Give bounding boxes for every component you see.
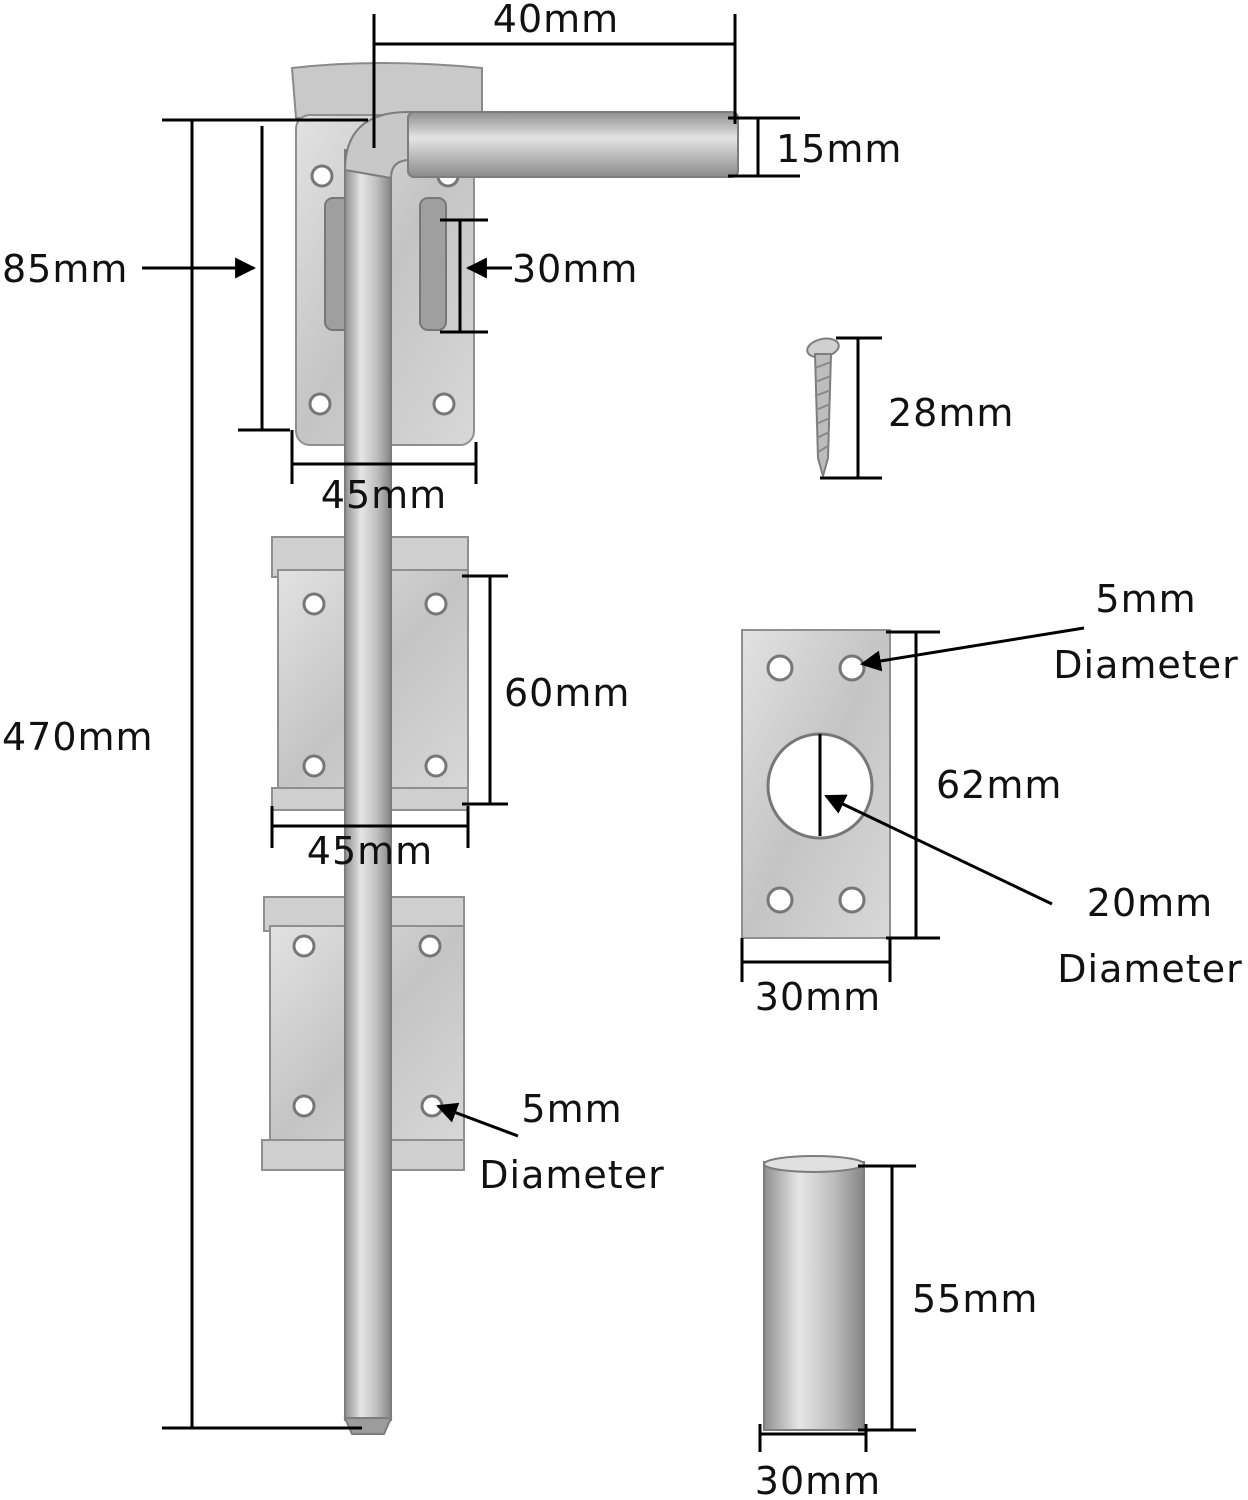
label-slot-length: 30mm — [512, 247, 638, 291]
label-screw-length: 28mm — [888, 391, 1014, 435]
slot-right — [419, 197, 447, 331]
arrow-keep-bore — [824, 794, 1053, 906]
label-sleeve-width: 30mm — [755, 1459, 881, 1500]
label-keep-height: 62mm — [936, 763, 1062, 807]
label-keep-hole-size: 5mm — [1095, 577, 1196, 621]
label-lower-hole-size: 5mm — [521, 1087, 622, 1131]
label-keep-bore-word: Diameter — [1057, 947, 1242, 991]
top-flange — [290, 62, 483, 119]
bolt-assembly — [261, 62, 739, 1435]
label-keep-width: 30mm — [755, 975, 881, 1019]
label-top-plate-width: 45mm — [321, 473, 447, 517]
bolt-tip — [343, 1417, 393, 1435]
label-top-plate-height: 85mm — [2, 247, 128, 291]
label-lower-hole-word: Diameter — [479, 1153, 664, 1197]
dimension-lines — [162, 14, 940, 1452]
bolt-rod — [344, 149, 392, 1421]
pointer-arrows — [142, 257, 1085, 1138]
label-total-length: 470mm — [2, 715, 154, 759]
screw — [806, 337, 840, 480]
label-keep-bore-size: 20mm — [1087, 881, 1213, 925]
label-sleeve-height: 55mm — [912, 1277, 1038, 1321]
arrow-lower-hole — [436, 1102, 519, 1138]
label-middle-bracket-height: 60mm — [504, 671, 630, 715]
label-handle-thickness: 15mm — [776, 127, 902, 171]
label-middle-bracket-width: 45mm — [307, 829, 433, 873]
top-plate-holes — [308, 164, 460, 416]
keep-plate — [741, 629, 891, 939]
arrow-keep-hole — [859, 626, 1085, 672]
bolt-handle-arm — [407, 111, 739, 178]
label-keep-hole-word: Diameter — [1053, 643, 1238, 687]
label-handle-length: 40mm — [493, 0, 619, 41]
sleeve — [763, 1155, 865, 1431]
